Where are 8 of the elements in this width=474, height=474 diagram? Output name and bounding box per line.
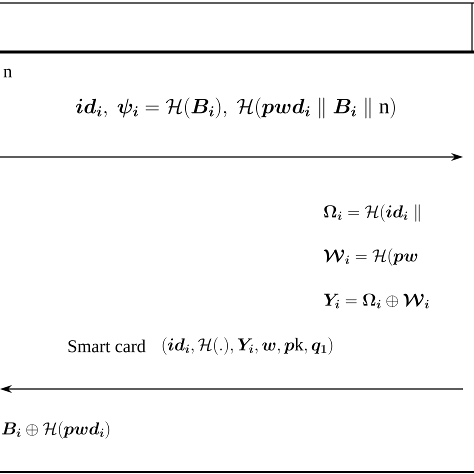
message-text: n [4, 68, 12, 78]
equation: $\boldsymbol{Y_i} = \boldsymbol{\Omega_i}\oplus\boldsymbol{\mathcal{W}_i}$ [324, 294, 429, 308]
message-text: Smart card [68, 340, 146, 352]
message-formula: $(\boldsymbol{id_i}, \mathcal{H}(.), \boldsymbol{Y_i}, \boldsymbol{w}, \boldsymbol{p}\mathrm{k}, \boldsymbol{q_1})$ [162, 337, 332, 355]
equation: $\boldsymbol{\mathcal{W}_i} = \mathcal{H}(\boldsymbol{pw}$ [324, 248, 418, 266]
equation: $\boldsymbol{\Omega_i} = \mathcal{H}(\boldsymbol{id_i} \parallel$ [324, 204, 420, 222]
message-formula: $\boldsymbol{id_i},\ \boldsymbol{\psi_i} = \mathcal{H}(\boldsymbol{B_i}),\ \mathcal{H}(\boldsymbol{pwd_i} \parallel \boldsymbol{B_i} \parallel \mathrm{n})$ [76, 98, 395, 118]
equation: $\boldsymbol{B_i}\oplus\mathcal{H}(\boldsymbol{pwd_i})$ [2, 421, 110, 439]
